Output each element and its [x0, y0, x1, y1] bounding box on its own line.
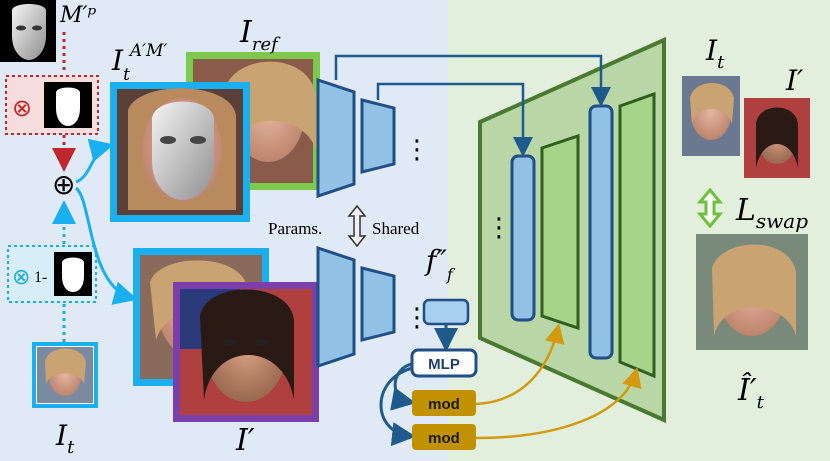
times-symbol-bottom: ⊗ — [12, 265, 30, 290]
label-source-bottom: I′ — [235, 423, 255, 458]
source-image — [173, 282, 319, 422]
oplus-to-lower-arrow — [74, 186, 138, 305]
source-image-right — [744, 98, 810, 178]
encoder-top-block-1 — [316, 77, 356, 199]
encoder-top-block-2 — [360, 98, 396, 174]
mod-box-2: mod — [412, 424, 476, 450]
encoder-top: ⋮ — [316, 77, 430, 199]
mlp-to-mod-1-arrow — [390, 362, 416, 411]
decoder-block-green-1 — [540, 133, 580, 331]
label-mask-param: M′ᵖ — [59, 3, 97, 28]
skip-connection-second — [376, 82, 533, 157]
label-target-bottom: It — [55, 419, 75, 458]
mlp-label: MLP — [428, 356, 460, 373]
mask-shape-top — [56, 87, 80, 126]
decoder-block-blue-1 — [510, 154, 536, 322]
mlp-box: MLP — [410, 348, 478, 378]
shared-arrow-icon — [347, 204, 367, 248]
mod-2-to-decoder-arrow — [475, 367, 642, 440]
label-feature: f″f — [424, 244, 456, 284]
mask-shape-bottom — [62, 257, 84, 292]
mask-mesh-thumbnail — [0, 0, 56, 62]
decoder-dots: ⋮ — [486, 213, 512, 243]
label-shared: Shared — [372, 219, 420, 238]
label-target-right: It — [705, 34, 725, 73]
label-output: Î′t — [737, 372, 765, 413]
label-masked-target: ItA′M′ — [111, 41, 167, 85]
face-mesh-icon — [12, 4, 46, 60]
encoder-bottom-block-2 — [360, 266, 396, 342]
shared-params: Params. Shared — [268, 204, 420, 248]
target-image-right — [682, 76, 740, 156]
oplus-symbol: ⊕ — [52, 168, 75, 201]
times-symbol-top: ⊗ — [12, 94, 32, 122]
label-reference: Iref — [239, 15, 281, 55]
decoder-block-blue-2 — [588, 104, 614, 360]
label-source-right: I′ — [785, 64, 804, 97]
encoder-top-dots: ⋮ — [404, 135, 430, 165]
skip-connection-top — [334, 54, 611, 107]
encoder-bottom-block-1 — [316, 245, 356, 369]
label-params: Params. — [268, 219, 322, 238]
loss-arrow-icon — [696, 187, 724, 229]
face-mesh-icon — [152, 101, 214, 200]
mod-1-to-decoder-arrow — [475, 323, 565, 406]
mod-label-1: mod — [428, 396, 460, 413]
decoder-block-green-2 — [618, 91, 656, 379]
mask-multiply-box: ⊗ — [5, 75, 99, 135]
mod-box-1: mod — [412, 390, 476, 416]
mlp-to-mod-2-arrow — [379, 366, 416, 447]
one-minus-label: 1- — [34, 269, 47, 286]
output-image — [696, 234, 808, 350]
masked-target-image — [110, 82, 250, 222]
mod-label-2: mod — [428, 430, 460, 447]
target-image-small — [32, 342, 98, 408]
oplus-to-masked-arrow — [75, 138, 114, 184]
feature-vector — [422, 298, 470, 326]
inverse-mask-box: ⊗ 1- — [7, 245, 97, 303]
encoder-bottom: ⋮ — [316, 245, 430, 369]
label-loss: Lswap — [735, 193, 808, 233]
